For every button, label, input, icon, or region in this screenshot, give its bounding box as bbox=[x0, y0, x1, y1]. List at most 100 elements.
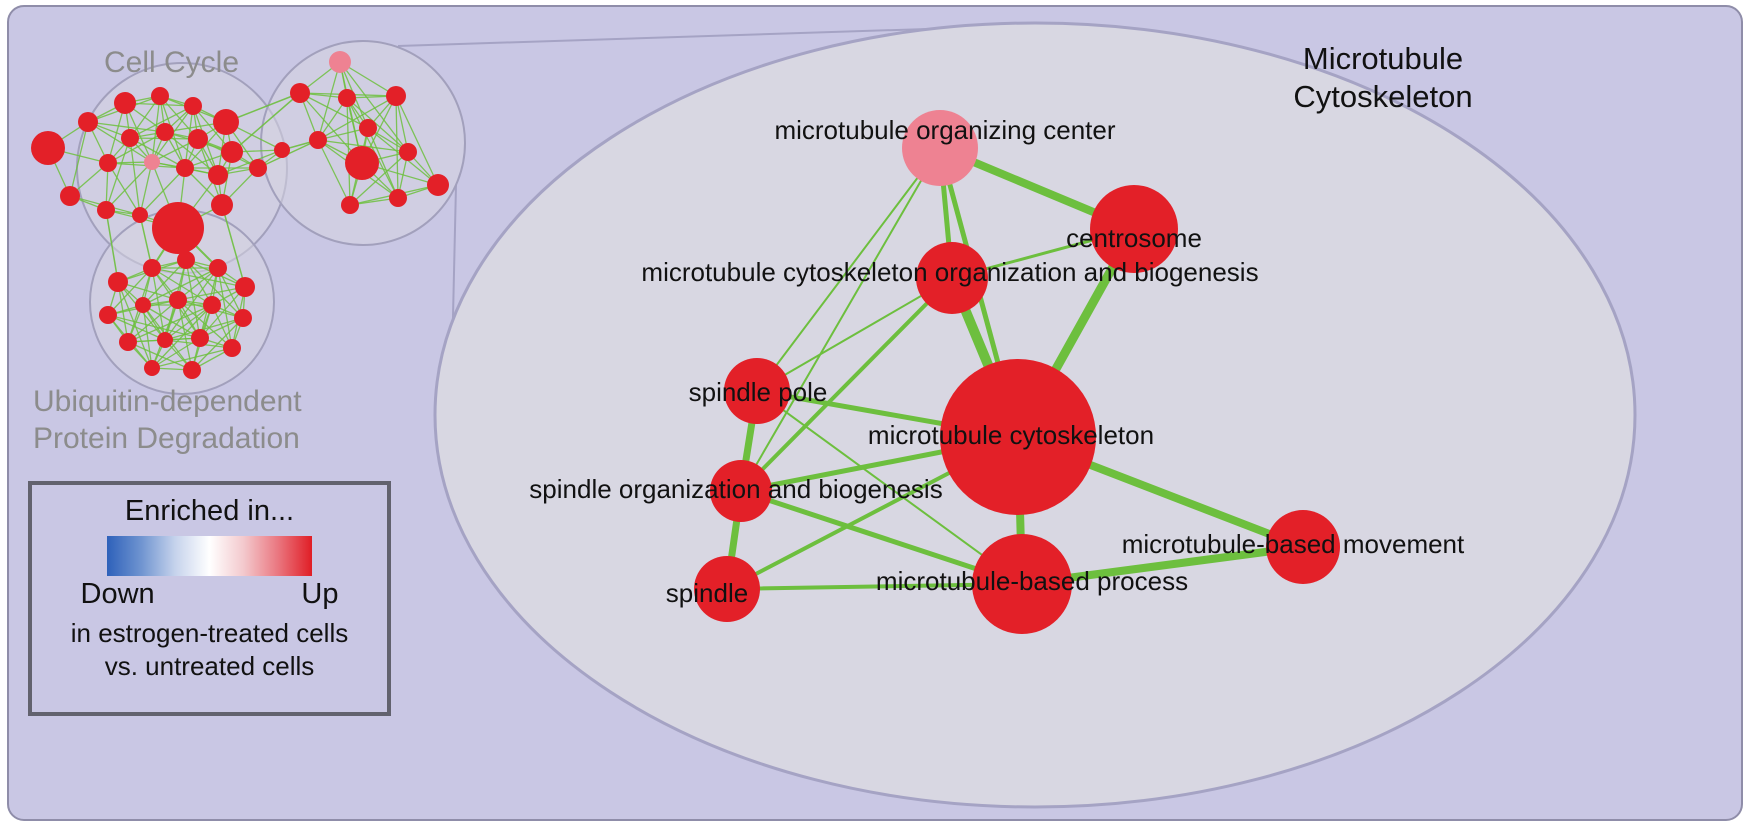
overview-node-ubiquitin-0[interactable] bbox=[108, 272, 128, 292]
overview-edge bbox=[164, 304, 213, 341]
overview-node-cell-cycle-3[interactable] bbox=[151, 87, 169, 105]
overview-node-ubiquitin-15[interactable] bbox=[183, 361, 201, 379]
legend-down-label: Down bbox=[80, 578, 155, 610]
overview-node-microtubule-cytoskeleton-0[interactable] bbox=[329, 51, 351, 73]
overview-node-ubiquitin-8[interactable] bbox=[203, 296, 221, 314]
node-label-mcob: microtubule cytoskeleton organization an… bbox=[641, 257, 1258, 287]
overview-node-cell-cycle-6[interactable] bbox=[121, 129, 139, 147]
overview-edge bbox=[151, 267, 213, 306]
overview-edge bbox=[127, 341, 193, 371]
node-spindle-pole[interactable] bbox=[724, 358, 790, 424]
overview-edge bbox=[317, 95, 397, 141]
overview-node-cell-cycle-17[interactable] bbox=[152, 202, 204, 254]
node-mcob[interactable] bbox=[916, 242, 988, 314]
node-moc[interactable] bbox=[902, 110, 978, 186]
overview-edge bbox=[69, 121, 89, 197]
overview-edge bbox=[151, 337, 201, 369]
overview-node-cell-cycle-8[interactable] bbox=[188, 129, 208, 149]
node-label-spindle: spindle bbox=[666, 578, 748, 608]
overview-node-ubiquitin-2[interactable] bbox=[177, 251, 195, 269]
node-sob[interactable] bbox=[710, 460, 772, 522]
edge-moc-sob bbox=[740, 147, 941, 492]
overview-node-microtubule-cytoskeleton-5[interactable] bbox=[309, 131, 327, 149]
overview-node-microtubule-cytoskeleton-6[interactable] bbox=[345, 146, 379, 180]
overview-node-ubiquitin-9[interactable] bbox=[234, 309, 252, 327]
overview-node-cell-cycle-11[interactable] bbox=[144, 154, 160, 170]
overview-node-ubiquitin-11[interactable] bbox=[157, 332, 173, 348]
overview-edge bbox=[317, 61, 341, 141]
overview-edge bbox=[346, 97, 399, 199]
overview-node-cell-cycle-4[interactable] bbox=[184, 97, 202, 115]
cluster-label-microtubule-cytoskeleton: Microtubule Cytoskeleton bbox=[1280, 40, 1486, 116]
overview-node-microtubule-cytoskeleton-9[interactable] bbox=[389, 189, 407, 207]
overview-node-ubiquitin-1[interactable] bbox=[143, 259, 161, 277]
overview-bridge-edge bbox=[105, 209, 119, 283]
overview-bridge-edge bbox=[139, 214, 153, 269]
overview-node-microtubule-cytoskeleton-2[interactable] bbox=[338, 89, 356, 107]
overview-edge bbox=[87, 121, 153, 163]
node-label-mc: microtubule cytoskeleton bbox=[868, 420, 1154, 450]
overview-node-microtubule-cytoskeleton-8[interactable] bbox=[427, 174, 449, 196]
overview-edge bbox=[185, 259, 201, 339]
overview-node-cell-cycle-13[interactable] bbox=[208, 165, 228, 185]
overview-node-cell-cycle-5[interactable] bbox=[213, 109, 239, 135]
overview-node-ubiquitin-12[interactable] bbox=[191, 329, 209, 347]
overview-edge bbox=[107, 162, 141, 216]
overview-node-cell-cycle-0[interactable] bbox=[31, 131, 65, 165]
overview-edge bbox=[105, 137, 131, 211]
node-mbp[interactable] bbox=[972, 534, 1072, 634]
overview-node-cell-cycle-18[interactable] bbox=[211, 194, 233, 216]
overview-node-ubiquitin-7[interactable] bbox=[169, 291, 187, 309]
overview-edge bbox=[127, 304, 213, 343]
overview-node-cell-cycle-16[interactable] bbox=[132, 207, 148, 223]
overview-node-cell-cycle-15[interactable] bbox=[97, 201, 115, 219]
legend-box: Enriched in... Down Up in estrogen-treat… bbox=[28, 481, 391, 716]
overview-node-cell-cycle-10[interactable] bbox=[99, 154, 117, 172]
overview-edge bbox=[299, 92, 369, 129]
overview-node-cell-cycle-2[interactable] bbox=[114, 92, 136, 114]
overview-edge bbox=[107, 314, 166, 341]
overview-node-ubiquitin-10[interactable] bbox=[119, 333, 137, 351]
node-mbm[interactable] bbox=[1266, 510, 1340, 584]
cluster-circle-microtubule-cytoskeleton bbox=[260, 40, 466, 246]
overview-node-ubiquitin-13[interactable] bbox=[223, 339, 241, 357]
overview-node-cell-cycle-9[interactable] bbox=[221, 141, 243, 163]
overview-edge bbox=[139, 161, 153, 216]
legend-gradient-bar bbox=[107, 536, 312, 576]
node-spindle[interactable] bbox=[694, 556, 760, 622]
overview-node-ubiquitin-14[interactable] bbox=[144, 360, 160, 376]
overview-node-cell-cycle-1[interactable] bbox=[78, 112, 98, 132]
overview-edge bbox=[87, 121, 166, 133]
overview-edge bbox=[177, 286, 246, 301]
overview-node-cell-cycle-19[interactable] bbox=[249, 159, 267, 177]
overview-edge bbox=[317, 139, 409, 153]
node-centrosome[interactable] bbox=[1090, 185, 1178, 273]
overview-edge bbox=[367, 127, 399, 199]
overview-node-microtubule-cytoskeleton-10[interactable] bbox=[341, 196, 359, 214]
overview-node-ubiquitin-5[interactable] bbox=[99, 306, 117, 324]
overview-node-ubiquitin-4[interactable] bbox=[235, 277, 255, 297]
overview-edge bbox=[217, 149, 283, 176]
overview-edge bbox=[346, 97, 409, 153]
overview-node-microtubule-cytoskeleton-7[interactable] bbox=[399, 143, 417, 161]
legend-title: Enriched in... bbox=[124, 495, 295, 527]
overview-node-microtubule-cytoskeleton-3[interactable] bbox=[386, 86, 406, 106]
edge-moc-spindle-pole bbox=[756, 147, 941, 392]
overview-node-ubiquitin-6[interactable] bbox=[135, 297, 151, 313]
overview-node-cell-cycle-20[interactable] bbox=[274, 142, 290, 158]
legend-caption-line1: in estrogen-treated cells bbox=[70, 618, 349, 648]
overview-edge bbox=[139, 167, 186, 216]
overview-edge bbox=[142, 304, 153, 369]
overview-node-microtubule-cytoskeleton-4[interactable] bbox=[359, 119, 377, 137]
overview-node-cell-cycle-12[interactable] bbox=[176, 159, 194, 177]
overview-node-ubiquitin-3[interactable] bbox=[209, 259, 227, 277]
edge-spindle-pole-mbp bbox=[756, 390, 1023, 585]
overview-node-cell-cycle-7[interactable] bbox=[156, 123, 174, 141]
overview-edge bbox=[395, 95, 399, 199]
cluster-label-microtubule-line1: Microtubule bbox=[1302, 41, 1464, 76]
node-mc[interactable] bbox=[940, 359, 1096, 515]
node-label-sob: spindle organization and biogenesis bbox=[529, 474, 942, 504]
overview-node-microtubule-cytoskeleton-1[interactable] bbox=[290, 83, 310, 103]
edge-mcob-sob bbox=[739, 276, 954, 493]
overview-node-cell-cycle-14[interactable] bbox=[60, 186, 80, 206]
